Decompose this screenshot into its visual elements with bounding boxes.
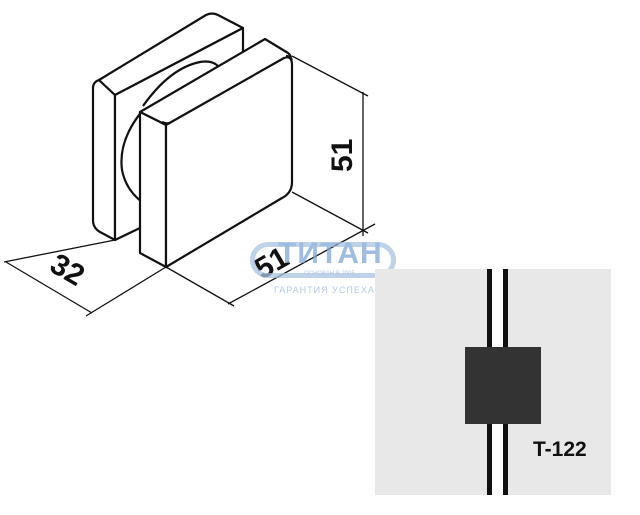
depth-dimension-label: 32: [45, 247, 90, 292]
back-plate-side: [91, 78, 117, 242]
logo-slogan: ГАРАНТИЯ УСПЕХА: [274, 285, 375, 295]
model-label: T-122: [533, 438, 587, 461]
dimension-lines: [3, 55, 376, 317]
fitting-square: [465, 347, 541, 424]
logo-name: ТИТАН: [278, 237, 383, 270]
logo-since: ОСНОВАН В 2005: [304, 271, 355, 277]
connecting-disc: [120, 60, 219, 203]
logo-ring: [250, 242, 396, 278]
front-plate-face: [164, 56, 294, 269]
front-plate-side: [138, 110, 168, 269]
height-dimension-label: 51: [326, 139, 359, 172]
back-plate-top: [97, 12, 245, 97]
watermark-logo: ТИТАН ОСНОВАН В 2005 ГАРАНТИЯ УСПЕХА: [248, 234, 396, 296]
